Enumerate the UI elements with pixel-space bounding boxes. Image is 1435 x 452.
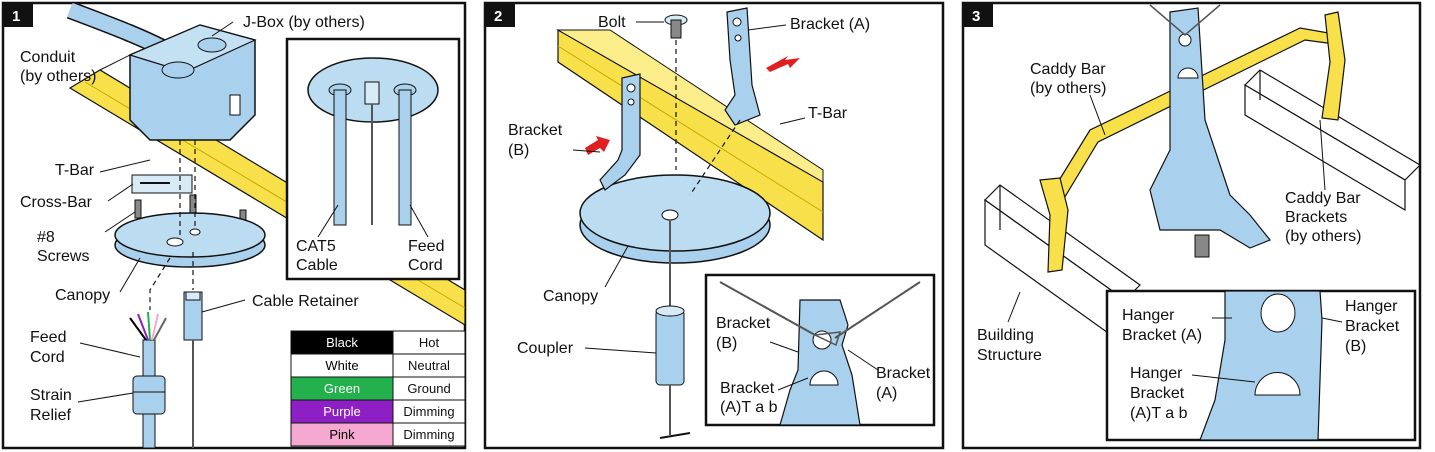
label-bracket-b-1: Bracket bbox=[508, 122, 563, 139]
label-screws-2: Screws bbox=[37, 248, 89, 265]
label-jbox: J-Box (by others) bbox=[243, 14, 365, 31]
wire-function-name: Dimming bbox=[403, 404, 454, 419]
label-inset3-hanger-a-2: Bracket (A) bbox=[1122, 327, 1202, 344]
label-inset3-hanger-b-2: Bracket bbox=[1345, 318, 1400, 335]
label-inset2-bracket-b-1: Bracket bbox=[716, 315, 771, 332]
label-tbar-2: T-Bar bbox=[808, 105, 848, 122]
label-conduit-1: Conduit bbox=[20, 49, 76, 66]
label-inset2-bracket-a-1: Bracket bbox=[876, 365, 931, 382]
wire-function-name: Neutral bbox=[408, 358, 450, 373]
arrow-bracket-a bbox=[766, 56, 800, 72]
wire-color-name: Green bbox=[324, 381, 360, 396]
label-canopy: Canopy bbox=[55, 287, 110, 304]
wire-function-cell bbox=[392, 422, 466, 447]
label-strain-relief-2: Relief bbox=[30, 407, 71, 424]
label-inset3-tab-3: (A)T a b bbox=[1130, 405, 1188, 422]
label-inset-cat5-2: Cable bbox=[296, 257, 338, 274]
label-inset2-tab-1: Bracket bbox=[720, 380, 775, 397]
panel-2-inset: Bracket (B) Bracket (A) Bracket (A)T a b bbox=[704, 273, 936, 427]
label-caddy-brackets-2: Brackets bbox=[1285, 209, 1347, 226]
strain-relief bbox=[132, 375, 166, 415]
step-number-2: 2 bbox=[494, 8, 502, 25]
label-inset-cat5-1: CAT5 bbox=[296, 238, 336, 255]
label-caddy-bar-2: (by others) bbox=[1030, 80, 1106, 97]
caddy-bar-brackets bbox=[1039, 11, 1346, 273]
label-feed-cord-1: Feed bbox=[30, 329, 66, 346]
label-inset3-hanger-b-3: (B) bbox=[1345, 338, 1366, 355]
j-box bbox=[128, 24, 257, 141]
label-inset-feed-1: Feed bbox=[408, 238, 444, 255]
bracket-a bbox=[724, 7, 761, 126]
wire-color-name: Black bbox=[326, 335, 358, 350]
label-bolt: Bolt bbox=[598, 14, 626, 31]
step-badge-1 bbox=[3, 3, 33, 27]
label-cable-retainer: Cable Retainer bbox=[252, 293, 359, 310]
label-inset3-tab-1: Hanger bbox=[1130, 365, 1183, 382]
label-building-2: Structure bbox=[977, 347, 1042, 364]
label-caddy-brackets-3: (by others) bbox=[1285, 228, 1361, 245]
wire-function-name: Hot bbox=[419, 335, 440, 350]
wire-color-name: Pink bbox=[329, 427, 355, 442]
label-inset3-hanger-b-1: Hanger bbox=[1345, 298, 1398, 315]
label-tbar: T-Bar bbox=[55, 162, 95, 179]
step-badge-2 bbox=[485, 3, 515, 27]
wire-color-name: White bbox=[325, 358, 358, 373]
label-strain-relief-1: Strain bbox=[30, 387, 72, 404]
coupler bbox=[655, 220, 691, 439]
label-inset2-bracket-b-2: (B) bbox=[716, 335, 737, 352]
cable-retainer bbox=[183, 291, 203, 448]
arrow-bracket-b bbox=[585, 136, 610, 155]
label-bracket-a: Bracket (A) bbox=[790, 16, 870, 33]
bracket-b bbox=[599, 73, 641, 191]
label-crossbar: Cross-Bar bbox=[20, 194, 93, 211]
panel-1-inset: CAT5 Cable Feed Cord bbox=[285, 37, 461, 281]
label-bracket-b-2: (B) bbox=[508, 142, 529, 159]
canopy bbox=[114, 212, 266, 268]
label-building-1: Building bbox=[977, 327, 1034, 344]
label-inset2-tab-2: (A)T a b bbox=[720, 399, 778, 416]
hanger-bracket bbox=[1149, 7, 1271, 258]
wire-function-name: Ground bbox=[407, 381, 450, 396]
canopy bbox=[579, 174, 771, 264]
label-canopy-2: Canopy bbox=[543, 288, 598, 305]
step-number-1: 1 bbox=[12, 8, 20, 25]
label-inset2-bracket-a-2: (A) bbox=[876, 385, 897, 402]
wire-function-name: Dimming bbox=[403, 427, 454, 442]
label-feed-cord-2: Cord bbox=[30, 349, 65, 366]
label-caddy-brackets-1: Caddy Bar bbox=[1285, 190, 1361, 207]
panel-3: 3 bbox=[961, 1, 1422, 450]
label-inset3-hanger-a-1: Hanger bbox=[1122, 307, 1175, 324]
step-number-3: 3 bbox=[972, 8, 980, 25]
label-inset-feed-2: Cord bbox=[408, 257, 443, 274]
panel-3-inset: Hanger Bracket (A) Hanger Bracket (B) Ha… bbox=[1105, 289, 1417, 442]
label-inset3-tab-2: Bracket bbox=[1130, 385, 1185, 402]
label-caddy-bar-1: Caddy Bar bbox=[1030, 61, 1106, 78]
wire-color-name: Purple bbox=[323, 404, 361, 419]
label-conduit-2: (by others) bbox=[20, 68, 96, 85]
bolt bbox=[664, 14, 688, 39]
panel-2: 2 bbox=[483, 1, 945, 450]
step-badge-3 bbox=[963, 3, 993, 27]
panel-1: 1 bbox=[1, 1, 467, 450]
label-coupler: Coupler bbox=[517, 340, 574, 357]
label-screws-1: #8 bbox=[37, 229, 55, 246]
